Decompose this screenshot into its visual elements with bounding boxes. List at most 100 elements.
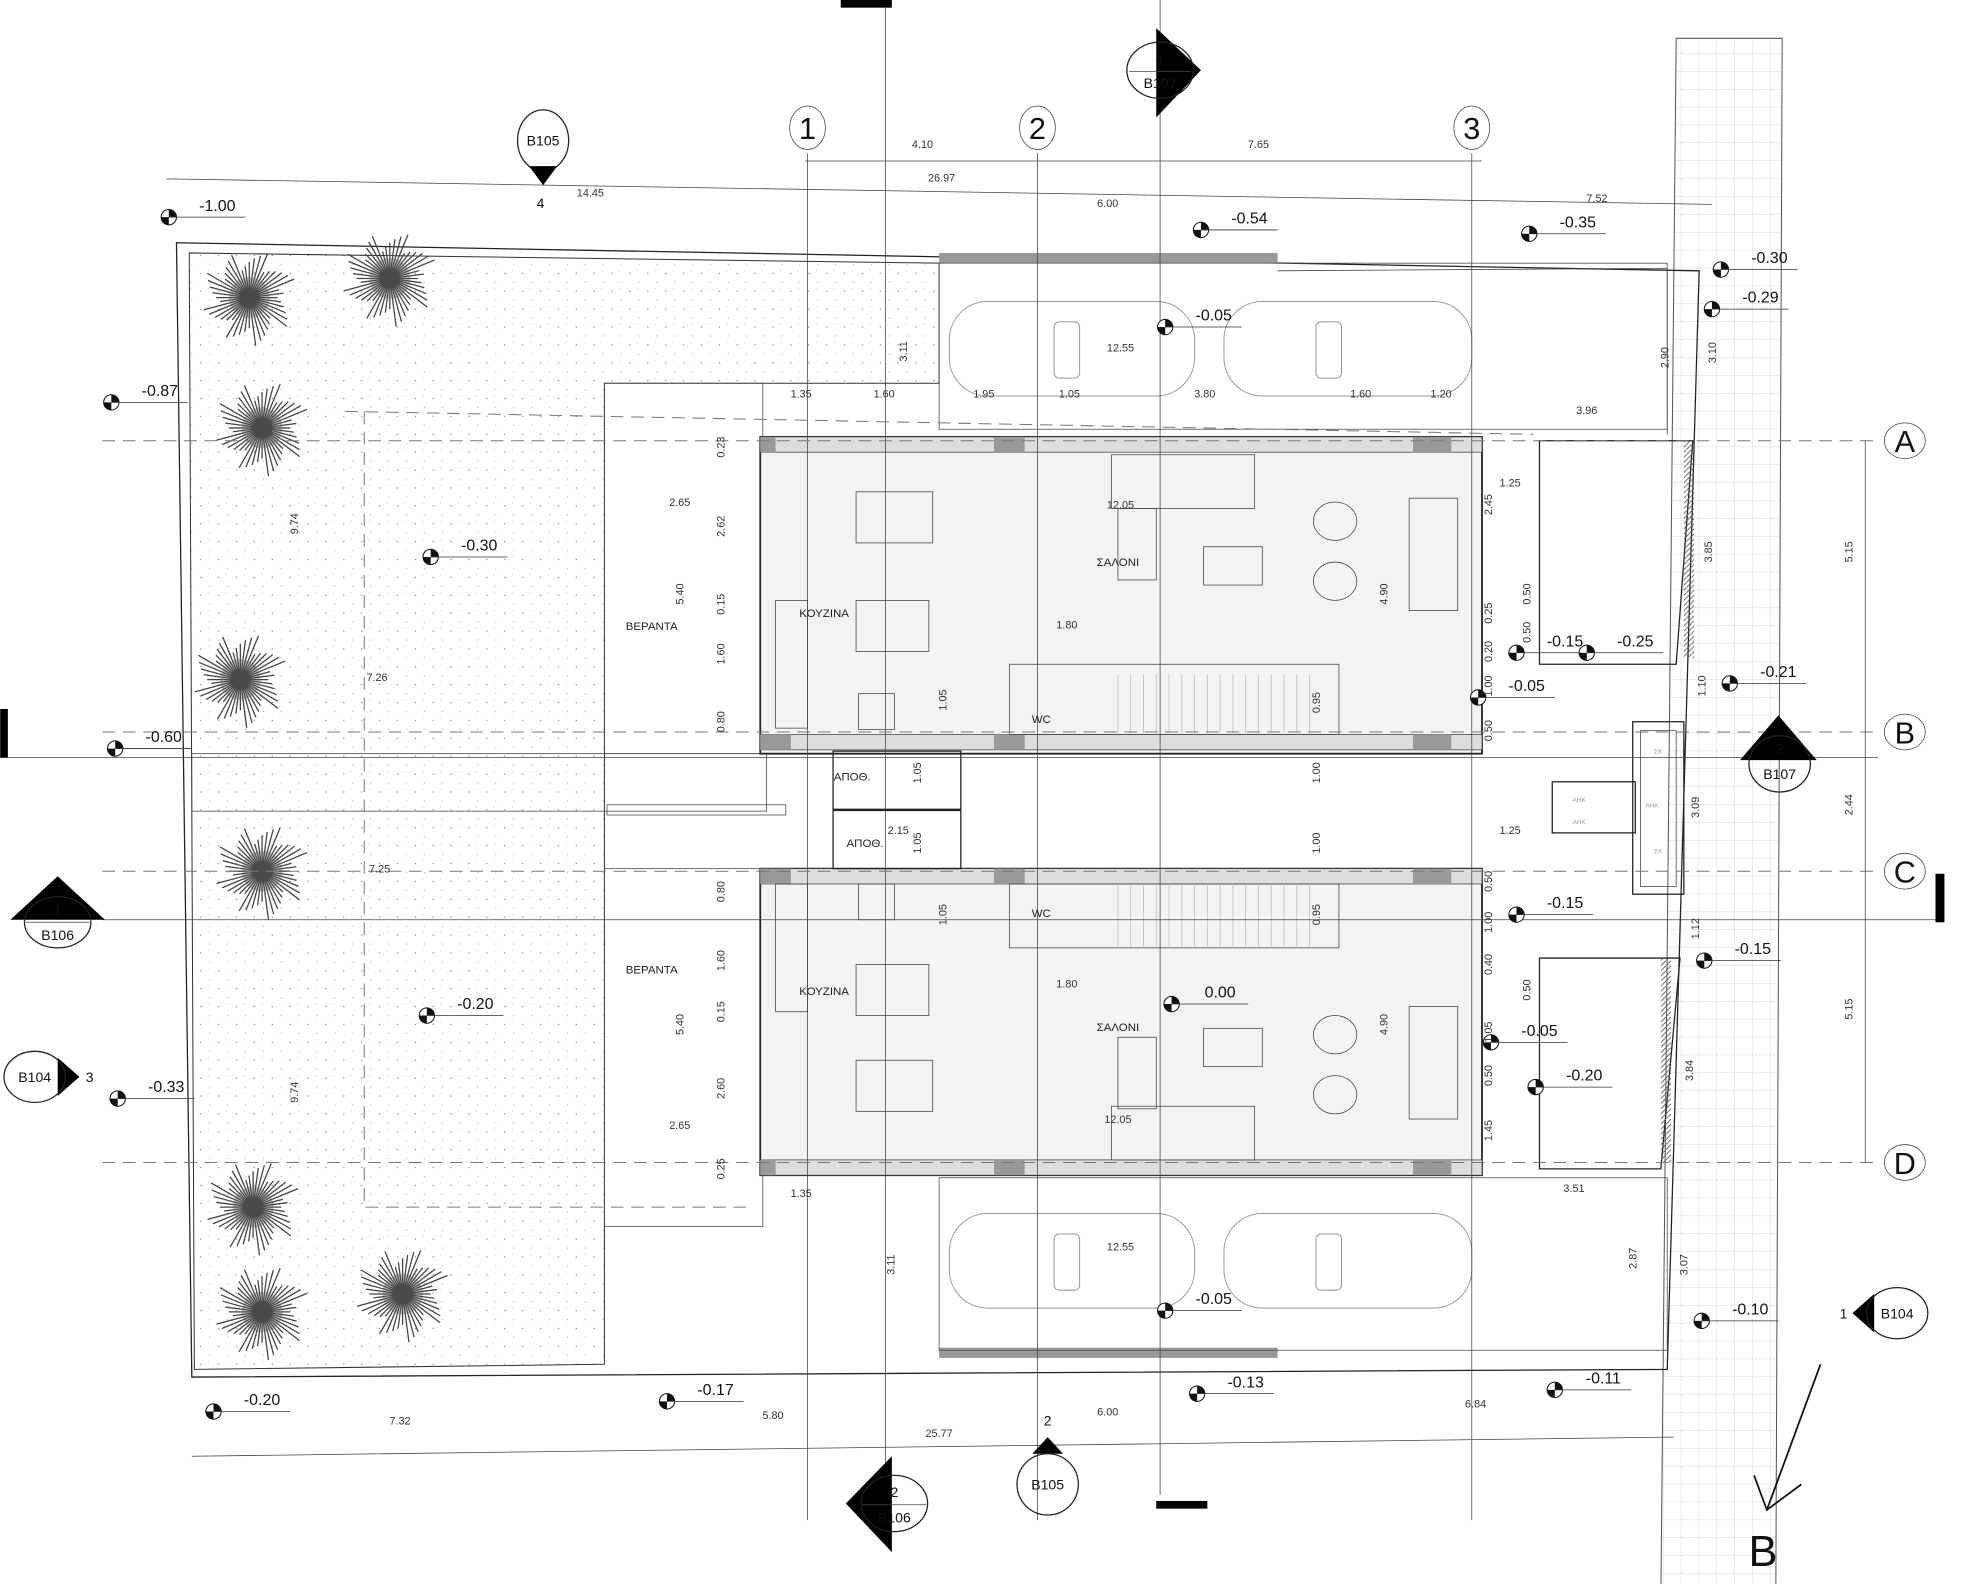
dimension-label: 3.85 (1703, 541, 1715, 562)
dimension-label: 1.60 (874, 388, 895, 400)
level-value: 0.00 (1205, 985, 1236, 1002)
grid-bubble-3: 3 (1453, 105, 1491, 150)
dimension-label: 0.80 (715, 881, 727, 902)
dimension-label: 6.00 (1097, 198, 1118, 210)
grid-bubbles: 1 2 3 A B C D (789, 105, 1926, 1181)
dimension-label: 0.20 (1483, 641, 1495, 662)
dimension-label: 3.80 (1194, 388, 1215, 400)
tree-icon (194, 635, 286, 728)
level-value: -0.05 (1521, 1023, 1557, 1040)
dimension-label: 3.84 (1684, 1060, 1696, 1081)
dimension-label: 5.15 (1843, 541, 1855, 562)
level-value: -0.54 (1231, 211, 1267, 228)
dimension-label: 25.77 (926, 1428, 953, 1440)
dimension-label: 3.09 (1690, 797, 1702, 818)
utility-tag: ΑΗΚ (1573, 819, 1587, 826)
tree-icon (216, 827, 308, 920)
room-label: ΒΕΡΑΝΤΑ (626, 621, 678, 633)
level-marker: -0.21 (1721, 664, 1807, 692)
level-value: -0.20 (457, 996, 493, 1013)
dimension-label: 1.00 (1483, 675, 1495, 696)
car (948, 300, 1196, 397)
level-value: -0.33 (148, 1079, 184, 1096)
level-marker: 0.00 (1163, 985, 1249, 1013)
dimension-label: 0.50 (1522, 979, 1534, 1000)
level-marker: -0.10 (1693, 1301, 1779, 1330)
level-value: -0.30 (461, 538, 497, 555)
level-marker: -0.20 (205, 1392, 291, 1420)
level-value: -0.17 (697, 1382, 733, 1399)
dimension-label: 6.84 (1465, 1399, 1486, 1411)
tree-icon (216, 1267, 308, 1361)
dimension-label: 1.35 (791, 1188, 812, 1200)
room-label: ΑΠΟΘ. (846, 838, 883, 850)
tree-icon (216, 384, 308, 477)
utility-tag: ΑΗΚ (1573, 797, 1587, 804)
dimension-label: 2.15 (888, 825, 909, 837)
level-value: -0.21 (1760, 664, 1796, 681)
dimension-label: 12.55 (1107, 1242, 1134, 1254)
level-value: -0.05 (1509, 678, 1545, 695)
level-value: -0.10 (1732, 1301, 1768, 1318)
level-value: -0.25 (1617, 633, 1653, 650)
dimension-label: 0.80 (715, 711, 727, 732)
dimension-label: 1.60 (715, 950, 727, 971)
dimension-label: 5.15 (1843, 999, 1855, 1020)
dimension-label: 1.05 (938, 689, 950, 710)
dimension-label: 3.51 (1563, 1183, 1584, 1195)
level-marker: -0.13 (1188, 1374, 1274, 1402)
section-ref: B106 (41, 927, 74, 943)
dimension-label: 1.00 (1311, 833, 1323, 854)
grid-label: C (1894, 856, 1916, 890)
section-ref: B105 (1031, 1476, 1064, 1492)
dimension-label: 0.40 (1483, 954, 1495, 975)
dimension-label: 12.05 (1104, 1114, 1131, 1126)
grid-label: 1 (799, 112, 816, 146)
level-marker: -0.05 (1482, 1023, 1568, 1051)
dimension-label: 1.45 (1483, 1120, 1495, 1141)
dimension-label: 7.65 (1248, 139, 1269, 151)
dimension-label: 1.05 (1059, 388, 1080, 400)
level-value: -0.35 (1560, 214, 1596, 231)
level-value: -0.11 (1586, 1370, 1621, 1387)
dimension-label: 4.90 (1378, 583, 1390, 604)
dimension-label: 7.25 (369, 863, 390, 875)
parking-areas (938, 252, 1668, 1358)
dimension-label: 3.11 (898, 341, 910, 361)
car (948, 1213, 1196, 1309)
section-number: 4 (537, 195, 545, 211)
level-value: -0.05 (1196, 308, 1232, 325)
dimension-label: 1.25 (1500, 478, 1521, 490)
dimension-label: 1.60 (715, 643, 727, 664)
dimension-label: 2.90 (1660, 347, 1672, 368)
section-ref: B104 (1881, 1305, 1914, 1321)
dimension-label: 1.60 (1350, 388, 1371, 400)
trees (194, 234, 448, 1361)
dimension-label: 3.07 (1679, 1254, 1691, 1275)
level-marker: -0.05 (1157, 308, 1242, 336)
north-label: B (1749, 1528, 1778, 1576)
dimension-label: 12.55 (1107, 342, 1134, 354)
dimension-label: 12.05 (1107, 499, 1134, 511)
grid-bubble-2: 2 (1019, 105, 1056, 150)
section-ref: B105 (527, 133, 560, 149)
section-ref: B106 (878, 1510, 911, 1526)
level-value: -0.15 (1547, 895, 1583, 912)
dimension-label: 5.40 (675, 1014, 687, 1035)
room-label: ΚΟΥΖΙΝΑ (799, 608, 849, 620)
dimension-label: 1.05 (938, 904, 950, 925)
dimension-label: 2.44 (1843, 794, 1855, 815)
dimension-label: 2.45 (1483, 494, 1495, 515)
dimension-label: 3.10 (1707, 342, 1719, 363)
level-value: -0.29 (1742, 290, 1778, 307)
dimension-label: 0.50 (1522, 583, 1534, 604)
dimension-label: 14.45 (577, 188, 604, 200)
grid-label: A (1895, 425, 1916, 459)
dimension-label: 1.25 (1500, 825, 1521, 837)
room-label: ΒΕΡΑΝΤΑ (626, 964, 678, 976)
section-marker-left-b106: 1 B106 (10, 876, 105, 949)
level-marker: -0.11 (1546, 1370, 1632, 1399)
dimension-label: 0.50 (1483, 871, 1495, 892)
grid-lines (0, 0, 1945, 1521)
